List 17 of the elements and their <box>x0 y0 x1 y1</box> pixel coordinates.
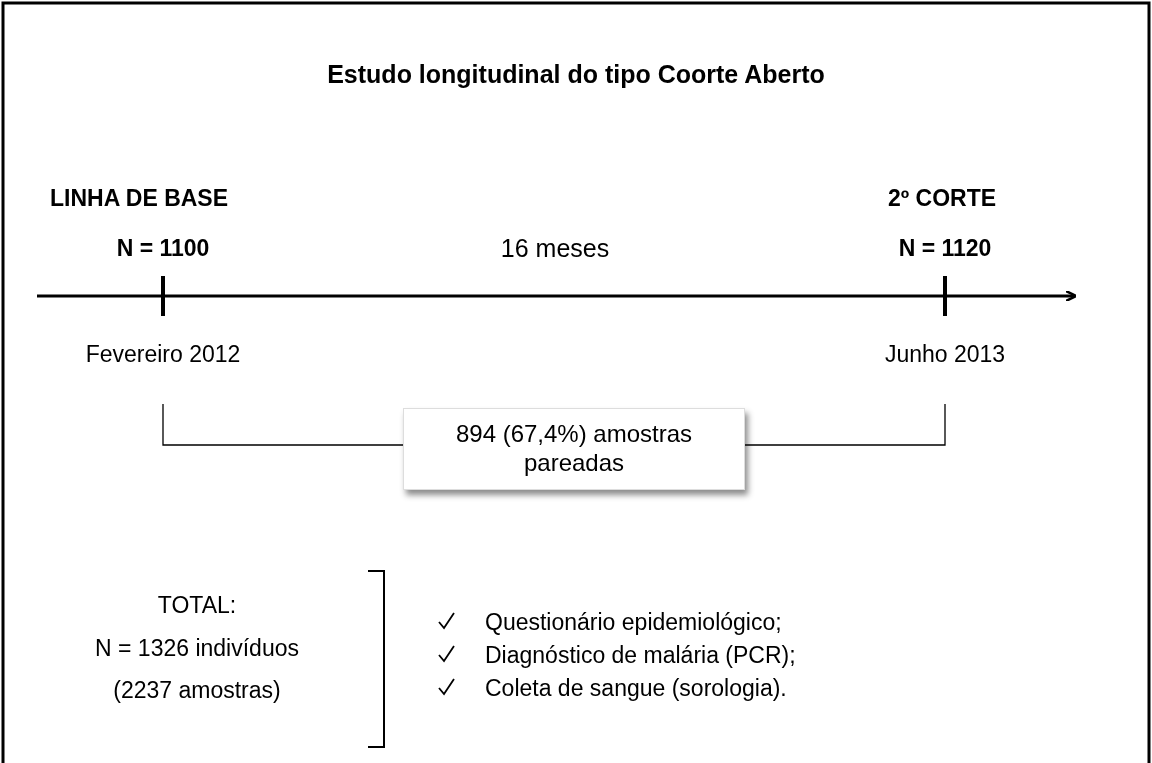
list-item: Coleta de sangue (sorologia). <box>485 674 787 702</box>
sample-size: N = 1100 <box>115 234 211 262</box>
total-count: N = 1326 indivíduos <box>94 634 300 662</box>
title: Estudo longitudinal do tipo Coorte Aberto <box>326 60 826 88</box>
connector-line <box>744 403 946 446</box>
connector-line <box>162 403 404 446</box>
sample-count: (2237 amostras) <box>112 676 282 704</box>
total-heading: TOTAL: <box>156 591 238 619</box>
result-box: 894 (67,4%) amostras pareadas <box>403 408 745 490</box>
duration-text: 16 meses <box>499 234 611 262</box>
date-text: Fevereiro 2012 <box>83 340 243 400</box>
milestone-heading: LINHA DE BASE <box>50 184 229 212</box>
date-text: Junho 2013 <box>875 340 1015 400</box>
sample-size: N = 1120 <box>897 234 993 262</box>
milestone-heading: 2º CORTE <box>886 184 998 212</box>
list-item: Diagnóstico de malária (PCR); <box>485 641 796 669</box>
list-item: Questionário epidemiológico; <box>485 608 782 636</box>
